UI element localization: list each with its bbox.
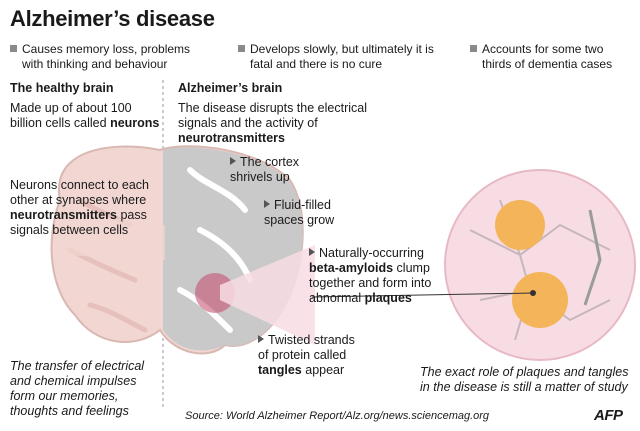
label-tangles: Twisted strands of protein called tangle… (258, 333, 355, 377)
bullet-3: Accounts for some two thirds of dementia… (470, 42, 635, 72)
pointer-arrow-icon (258, 335, 264, 343)
study-note: The exact role of plaques and tangles in… (420, 365, 629, 394)
plaque-top (495, 200, 545, 250)
zoom-cone (220, 245, 315, 345)
healthy-made-up: Made up of about 100 billion cells calle… (10, 101, 160, 130)
pointer-arrow-icon (309, 248, 315, 256)
healthy-transfer: The transfer of electrical and chemical … (10, 359, 145, 418)
label-amyloids: Naturally-occurring beta-amyloids clump … (309, 246, 432, 305)
healthy-heading: The healthy brain (10, 81, 114, 95)
bullet-square-icon (238, 45, 245, 52)
plaque-bottom (512, 272, 568, 328)
microscope-circle (444, 169, 636, 361)
neuron-band (60, 210, 165, 260)
bullet-1: Causes memory loss, problems with thinki… (10, 42, 220, 72)
plaques-leader (311, 292, 534, 298)
alz-heading: Alzheimer’s brain (178, 81, 283, 95)
bullet-square-icon (470, 45, 477, 52)
healthy-connect: Neurons connect to each other at synapse… (10, 178, 149, 237)
page-title: Alzheimer’s disease (10, 6, 215, 31)
label-cortex: The cortex shrivels up (230, 155, 300, 184)
pointer-arrow-icon (230, 157, 236, 165)
pointer-arrow-icon (264, 200, 270, 208)
bullet-square-icon (10, 45, 17, 52)
afp-logo: AFP (594, 407, 623, 424)
source-credit: Source: World Alzheimer Report/Alz.org/n… (185, 410, 490, 422)
label-fluid: Fluid-filled spaces grow (264, 198, 335, 227)
bullet-2: Develops slowly, but ultimately it is fa… (238, 42, 443, 72)
alz-disrupt: The disease disrupts the electrical sign… (178, 101, 367, 145)
